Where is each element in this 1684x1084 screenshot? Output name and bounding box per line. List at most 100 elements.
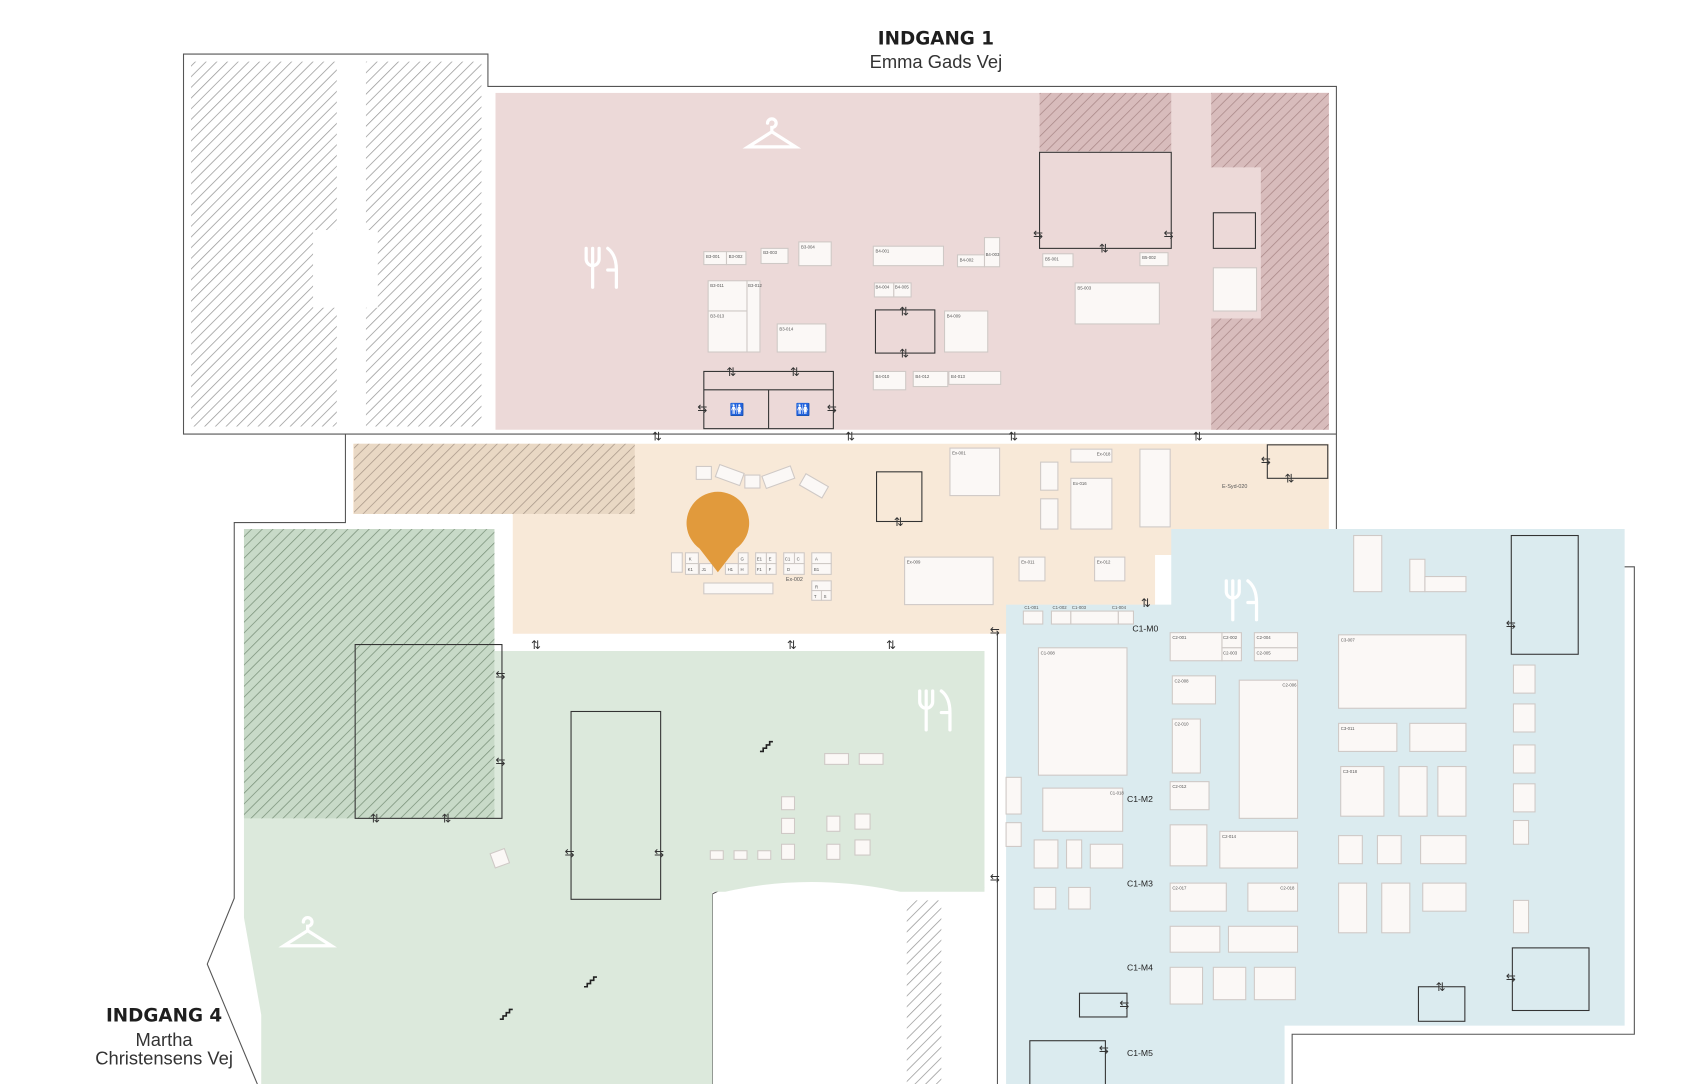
booth[interactable]: R — [811, 580, 832, 592]
booth[interactable]: B3-002 — [725, 251, 747, 266]
location-pin-icon[interactable] — [686, 491, 750, 573]
booth[interactable]: C3-011 — [1338, 722, 1398, 752]
booth[interactable] — [1512, 819, 1530, 845]
booth[interactable]: Ex-018 — [1070, 448, 1113, 463]
booth[interactable]: H — [737, 563, 749, 575]
booth[interactable]: B3-004 — [798, 241, 832, 267]
booth[interactable] — [1338, 882, 1368, 934]
booth[interactable]: C2-014 — [1219, 830, 1299, 869]
booth[interactable]: C3-007 — [1338, 634, 1467, 709]
booth[interactable] — [1169, 966, 1204, 1005]
booth[interactable]: B5-002 — [1139, 252, 1169, 267]
booth[interactable] — [709, 850, 724, 860]
booth[interactable] — [781, 817, 796, 835]
booth[interactable] — [1512, 899, 1530, 934]
booth[interactable] — [1253, 966, 1296, 1001]
booth[interactable]: T — [811, 590, 823, 601]
booth[interactable] — [1376, 835, 1402, 865]
booth[interactable] — [854, 839, 871, 856]
booth[interactable] — [757, 850, 772, 860]
booth[interactable]: B4-004 — [873, 282, 895, 298]
booth[interactable] — [1422, 882, 1467, 912]
booth[interactable]: C1-018 — [1042, 787, 1125, 832]
booth[interactable]: B1 — [811, 563, 832, 575]
booth[interactable] — [824, 753, 850, 765]
booth[interactable]: C2-010 — [1171, 718, 1201, 774]
booth[interactable] — [733, 850, 748, 860]
booth[interactable]: Ex-016 — [1070, 477, 1113, 530]
booth[interactable]: C2-003 — [1221, 647, 1242, 662]
booth[interactable] — [1437, 765, 1467, 817]
booth[interactable]: Ex-001 — [949, 447, 1001, 497]
booth[interactable]: B4-002 — [956, 254, 986, 268]
booth[interactable]: B4-005 — [893, 282, 912, 298]
booth[interactable] — [1212, 267, 1258, 312]
booth[interactable]: B4-012 — [912, 370, 949, 388]
booth[interactable] — [1353, 534, 1383, 593]
booth[interactable]: B4-010 — [872, 370, 907, 391]
booth[interactable] — [1169, 925, 1221, 953]
booth[interactable]: B3-003 — [760, 247, 789, 265]
booth[interactable]: C1-008 — [1037, 647, 1128, 776]
booth[interactable]: B3-012 — [746, 280, 763, 353]
booth[interactable]: K1 — [684, 563, 699, 575]
booth[interactable]: C3-018 — [1340, 765, 1385, 817]
booth[interactable]: G — [737, 552, 749, 565]
booth[interactable]: C2-002 — [1221, 632, 1242, 649]
booth[interactable]: Ex-012 — [1094, 556, 1126, 582]
booth[interactable] — [1409, 558, 1426, 593]
booth[interactable]: C2-006 — [1238, 679, 1299, 819]
booth[interactable]: C2-012 — [1169, 781, 1210, 811]
booth[interactable]: B4-001 — [872, 245, 945, 267]
booth[interactable] — [826, 815, 841, 832]
booth[interactable] — [1040, 461, 1059, 491]
booth[interactable]: K — [684, 552, 699, 565]
booth[interactable] — [1409, 722, 1467, 752]
booth[interactable]: F — [765, 563, 777, 575]
booth[interactable]: C1-001 — [1022, 605, 1044, 625]
booth[interactable] — [1040, 498, 1059, 530]
booth[interactable]: Ex-011 — [1018, 556, 1046, 582]
booth[interactable] — [781, 843, 796, 860]
booth[interactable] — [1169, 824, 1208, 867]
booth[interactable] — [1005, 822, 1022, 847]
booth[interactable] — [1068, 886, 1091, 910]
booth[interactable]: E — [765, 552, 777, 565]
booth[interactable]: B5-003 — [1074, 282, 1160, 325]
booth[interactable]: H1 — [724, 563, 739, 575]
booth[interactable]: B3-001 — [703, 251, 728, 266]
booth[interactable] — [826, 843, 841, 860]
booth[interactable]: Ex-009 — [904, 556, 994, 606]
booth[interactable]: C2-005 — [1253, 647, 1299, 662]
booth[interactable] — [1033, 886, 1057, 910]
booth[interactable] — [1512, 783, 1536, 813]
booth[interactable]: C1 — [783, 552, 796, 565]
booth[interactable] — [1338, 835, 1363, 865]
booth[interactable] — [489, 847, 511, 869]
booth[interactable] — [1139, 448, 1171, 528]
booth[interactable] — [1420, 835, 1467, 865]
booth[interactable] — [1381, 882, 1411, 934]
booth[interactable] — [854, 813, 871, 830]
booth[interactable] — [1212, 966, 1247, 1001]
booth[interactable]: C2-017 — [1169, 882, 1227, 912]
booth[interactable] — [1512, 703, 1536, 733]
booth[interactable]: C2-018 — [1247, 882, 1299, 912]
booth[interactable] — [1033, 839, 1059, 869]
booth[interactable]: C2-004 — [1253, 632, 1299, 649]
booth[interactable]: B3-014 — [776, 323, 827, 353]
booth[interactable] — [1512, 744, 1536, 774]
booth[interactable]: B4-009 — [944, 310, 989, 353]
booth[interactable]: B5-001 — [1042, 253, 1074, 268]
booth[interactable]: B4-003 — [983, 237, 1001, 268]
booth[interactable] — [858, 753, 884, 765]
booth[interactable] — [1089, 843, 1124, 869]
booth[interactable]: B4-013 — [948, 370, 1002, 385]
booth[interactable] — [1227, 925, 1299, 953]
booth[interactable] — [1065, 839, 1083, 869]
booth[interactable] — [1512, 664, 1536, 694]
booth[interactable]: J1 — [698, 563, 714, 575]
booth[interactable]: C — [793, 552, 805, 565]
booth[interactable]: S — [820, 590, 832, 601]
